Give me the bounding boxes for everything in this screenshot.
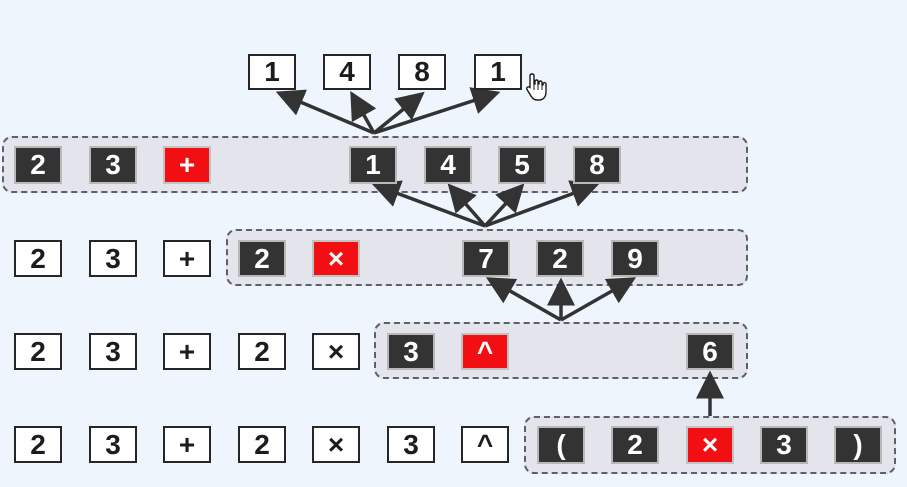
row4-token: 2 (238, 426, 286, 463)
token-text: ) (853, 429, 863, 460)
token-text: ^ (476, 428, 494, 460)
row4-token: 3 (89, 426, 137, 463)
token-text: × (701, 429, 719, 460)
row1-token: 3 (89, 146, 137, 184)
arrows-row1-to-output (275, 87, 501, 135)
token-text: 5 (514, 149, 530, 180)
token-text: 4 (339, 56, 355, 87)
row4-token: 3 (760, 426, 808, 464)
row2-token: + (163, 240, 211, 277)
row4-token: + (163, 426, 211, 463)
token-text: 3 (105, 242, 121, 274)
row3-token: 3 (89, 333, 137, 370)
token-text: 4 (440, 149, 456, 180)
token-text: 3 (403, 335, 419, 367)
token-text: 2 (30, 335, 46, 367)
row2-token: 9 (611, 240, 659, 277)
token-text: 6 (702, 335, 718, 367)
row1-token: 2 (14, 146, 62, 184)
row2-token: 2 (238, 240, 286, 277)
token-text: × (327, 242, 345, 274)
row2-token: 2 (536, 240, 584, 277)
row4-token: ^ (461, 426, 509, 463)
token-text: 2 (627, 429, 643, 460)
row1-token: 1 (349, 146, 397, 184)
token-text: × (327, 335, 345, 367)
token-text: 2 (552, 242, 568, 274)
row4-token: ) (834, 426, 882, 464)
row3-token: 2 (238, 333, 286, 370)
token-text: 8 (414, 56, 430, 87)
row1-token: 8 (573, 146, 621, 184)
row3-operator-token: ^ (461, 333, 509, 370)
group-row-3 (374, 322, 748, 379)
token-text: 1 (490, 56, 506, 87)
token-text: 2 (254, 335, 270, 367)
token-text: 3 (776, 429, 792, 460)
row1-token: 5 (498, 146, 546, 184)
token-text: 3 (105, 335, 121, 367)
token-text: 2 (254, 242, 270, 274)
row4-token: 3 (387, 426, 435, 463)
token-text: 1 (264, 56, 280, 87)
token-text: 3 (403, 428, 419, 460)
token-text: + (178, 149, 196, 180)
row4-token: 2 (14, 426, 62, 463)
row1-operator-token: + (163, 146, 211, 184)
token-text: 3 (105, 428, 121, 460)
output-token: 1 (248, 54, 296, 90)
output-token: 4 (323, 54, 371, 90)
row3-token: + (163, 333, 211, 370)
row4-token: ( (537, 426, 585, 464)
row2-operator-token: × (312, 240, 360, 277)
token-text: 3 (105, 149, 121, 180)
token-text: + (178, 335, 196, 367)
row2-token: 3 (89, 240, 137, 277)
token-text: × (327, 428, 345, 460)
row3-token: 2 (14, 333, 62, 370)
row4-token: 2 (611, 426, 659, 464)
token-text: 1 (365, 149, 381, 180)
token-text: 2 (254, 428, 270, 460)
token-text: 9 (627, 242, 643, 274)
token-text: ^ (476, 335, 494, 367)
token-text: + (178, 428, 196, 460)
row3-token: 3 (387, 333, 435, 370)
token-text: ( (556, 429, 566, 460)
token-text: 2 (30, 149, 46, 180)
row4-operator-token: × (686, 426, 734, 464)
token-text: 7 (478, 242, 494, 274)
token-text: 2 (30, 242, 46, 274)
row4-token: × (312, 426, 360, 463)
token-text: 2 (30, 428, 46, 460)
token-text: 8 (589, 149, 605, 180)
token-text: + (178, 242, 196, 274)
row2-token: 2 (14, 240, 62, 277)
row2-token: 7 (462, 240, 510, 277)
hand-pointer-icon (526, 73, 547, 101)
output-token: 8 (398, 54, 446, 90)
output-token: 1 (474, 54, 522, 90)
row1-token: 4 (424, 146, 472, 184)
row3-token: 6 (686, 333, 734, 370)
row3-token: × (312, 333, 360, 370)
